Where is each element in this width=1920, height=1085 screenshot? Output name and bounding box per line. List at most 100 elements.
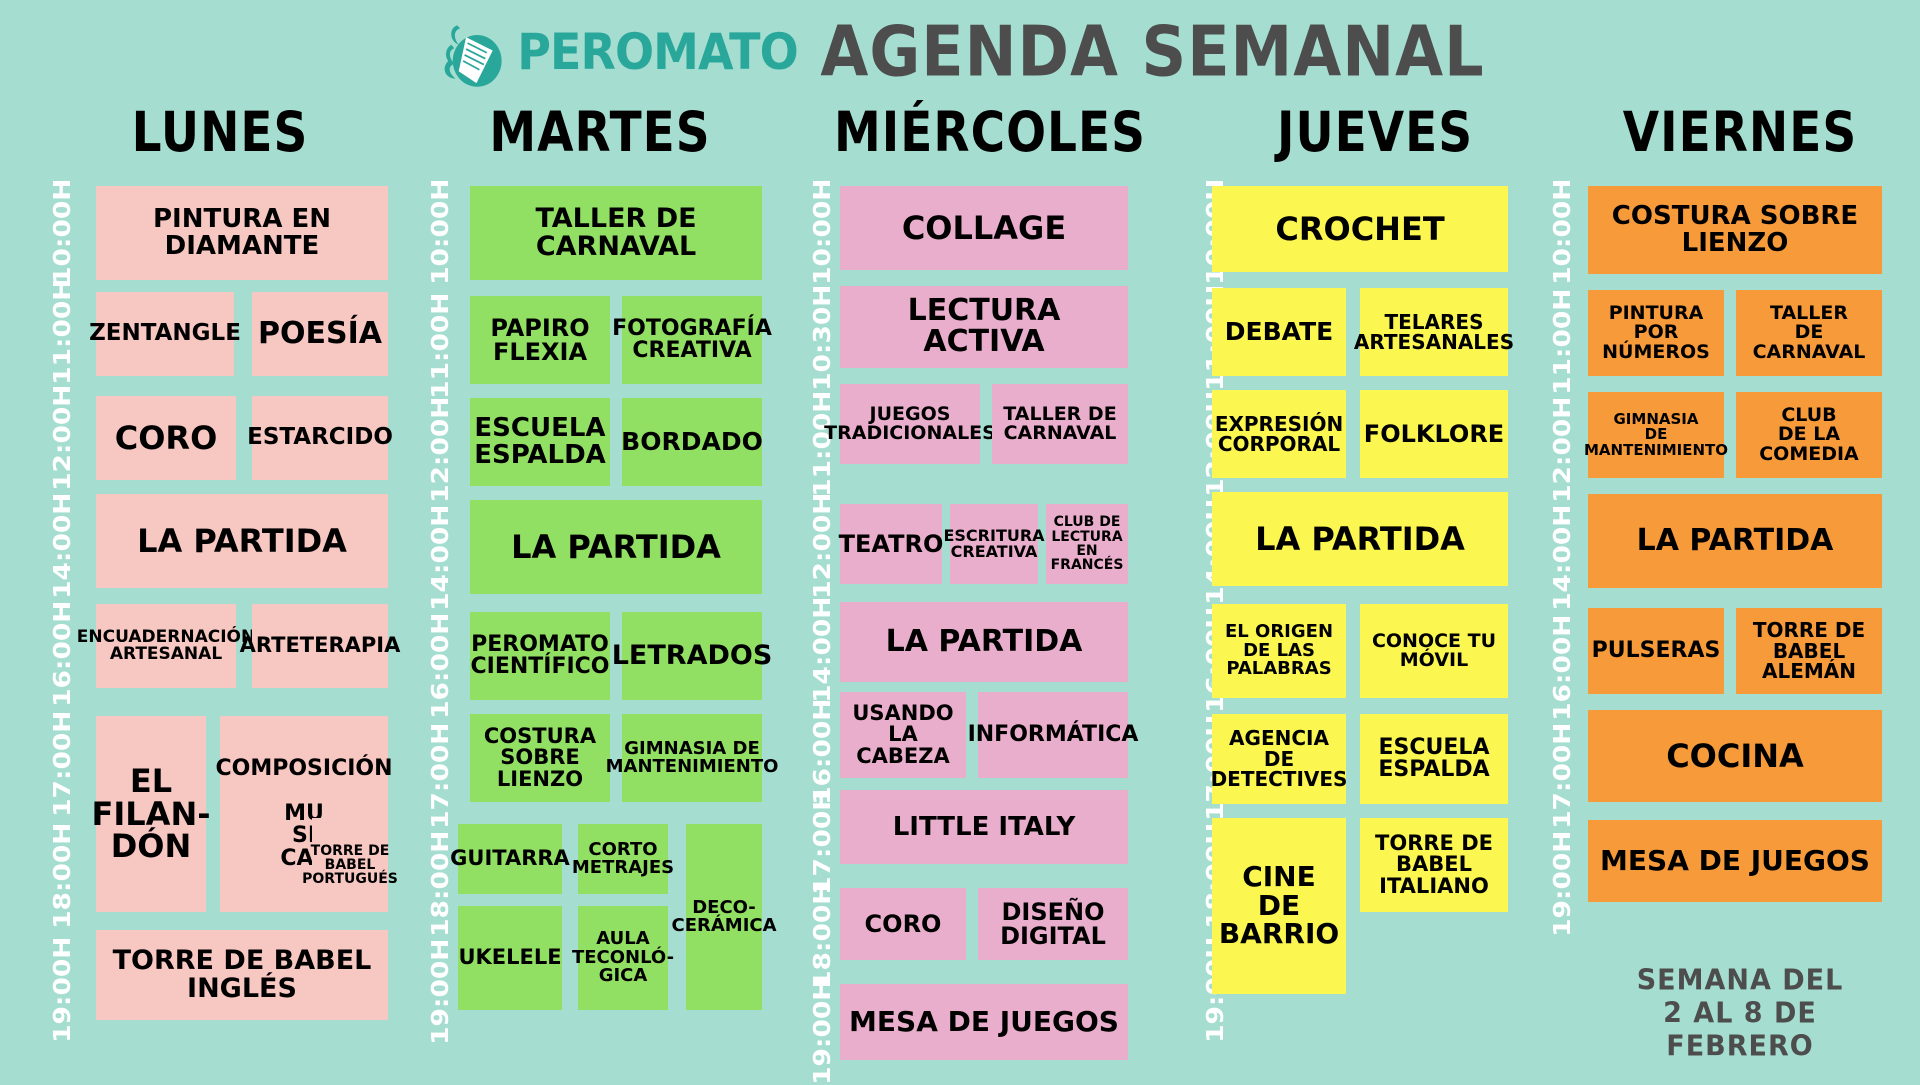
activity-block[interactable]: COLLAGE	[840, 186, 1128, 270]
page-title: AGENDA SEMANAL	[820, 10, 1485, 93]
activity-block[interactable]: DEBATE	[1212, 288, 1346, 376]
activity-block[interactable]: CINE DE BARRIO	[1212, 818, 1346, 994]
activity-block[interactable]: AGENCIA DE DETECTIVES	[1211, 714, 1347, 804]
activity-block[interactable]: LETRADOS	[612, 612, 772, 700]
time-label-miercoles-1700: 17:00H	[810, 788, 836, 895]
activity-block[interactable]: DISEÑO DIGITAL	[978, 888, 1128, 960]
activity-block[interactable]: GIMNASIA DE MANTENIMIENTO	[1584, 392, 1728, 478]
activity-block[interactable]: FOLKLORE	[1360, 390, 1508, 478]
week-range-footer: SEMANA DEL 2 AL 8 DE FEBRERO	[1636, 964, 1844, 1063]
activity-block[interactable]: GIMNASIA DE MANTENIMIENTO	[606, 714, 778, 802]
time-label-lunes-1100: 11:00H	[50, 278, 76, 385]
activity-block[interactable]: CLUB DE LA COMEDIA	[1736, 392, 1882, 478]
activity-block[interactable]: FOTOGRAFÍA CREATIVA	[612, 296, 772, 384]
time-label-martes-1900: 19:00H	[428, 938, 454, 1045]
activity-block[interactable]: TEATRO	[839, 504, 943, 584]
activity-block[interactable]: POESÍA	[252, 292, 388, 376]
activity-block[interactable]: COSTURA SOBRE LIENZO	[470, 714, 610, 802]
time-label-viernes-1200: 12:00H	[1550, 396, 1576, 503]
time-label-lunes-1800: 18:00H	[50, 822, 76, 929]
activity-block[interactable]: PINTURA EN DIAMANTE	[96, 186, 388, 280]
activity-block[interactable]: EL FILAN- DÓN	[92, 716, 211, 912]
time-label-lunes-1400: 14:00H	[50, 492, 76, 599]
time-label-martes-1200: 12:00H	[428, 396, 454, 503]
activity-block[interactable]: CORO	[96, 396, 236, 480]
activity-block[interactable]: PEROMATO CIENTÍFICO	[470, 612, 610, 700]
activity-block[interactable]: TALLER DE CARNAVAL	[992, 384, 1128, 464]
activity-block[interactable]: PAPIRO FLEXIA	[470, 296, 610, 384]
activity-block[interactable]: EXPRESIÓN CORPORAL	[1212, 390, 1346, 478]
time-label-miercoles-1200: 12:00H	[810, 492, 836, 599]
activity-block[interactable]: LECTURA ACTIVA	[840, 286, 1128, 368]
activity-block[interactable]: TORRE DE BABEL INGLÉS	[96, 930, 388, 1020]
activity-block[interactable]: COCINA	[1588, 710, 1882, 802]
time-label-viernes-1900: 19:00H	[1550, 830, 1576, 937]
activity-block[interactable]: MESA DE JUEGOS	[1588, 820, 1882, 902]
activity-block[interactable]: AULA TECONLÓ- GICA	[572, 906, 674, 1010]
activity-block[interactable]: LA PARTIDA	[1212, 492, 1508, 586]
activity-block[interactable]: ESCUELA ESPALDA	[1360, 714, 1508, 804]
time-label-miercoles-1030: 10:30H	[810, 284, 836, 391]
time-label-lunes-1000: 10:00H	[50, 178, 76, 285]
activity-block[interactable]: TORRE DE BABEL ALEMÁN	[1736, 608, 1882, 694]
activity-block[interactable]: ARTETERAPIA	[240, 604, 400, 688]
poster-header: PEROMATO AGENDA SEMANAL	[0, 6, 1920, 98]
time-label-martes-1700: 17:00H	[428, 722, 454, 829]
activity-block[interactable]: TELARES ARTESANALES	[1354, 288, 1514, 376]
time-label-lunes-1600: 16:00H	[50, 600, 76, 707]
time-label-lunes-1200: 12:00H	[50, 384, 76, 491]
time-label-viernes-1000: 10:00H	[1550, 178, 1576, 285]
time-label-miercoles-1400: 14:00H	[810, 596, 836, 703]
brand-logo: PEROMATO	[435, 15, 814, 89]
activity-block[interactable]: LA PARTIDA	[1588, 494, 1882, 588]
day-header-lunes: LUNES	[131, 99, 309, 165]
activity-block[interactable]: PULSERAS	[1588, 608, 1724, 694]
activity-block[interactable]: ENCUADERNACIÓN ARTESANAL	[77, 604, 255, 688]
activity-block[interactable]: EL ORIGEN DE LAS PALABRAS	[1212, 604, 1346, 698]
time-label-martes-1100: 11:00H	[428, 292, 454, 399]
time-label-miercoles-1800: 18:00H	[810, 882, 836, 989]
activity-block[interactable]: ESCUELA ESPALDA	[470, 398, 610, 486]
brand-wordmark: PEROMATO	[517, 23, 800, 81]
activity-block[interactable]: TORRE DE BABEL ITALIANO	[1360, 818, 1508, 912]
activity-block[interactable]: CORTO METRAJES	[572, 824, 674, 894]
activity-block[interactable]: PINTURA POR NÚMEROS	[1588, 290, 1724, 376]
activity-block[interactable]: DECO- CERÁMICA	[671, 824, 777, 1010]
day-header-viernes: VIERNES	[1622, 99, 1858, 165]
time-label-martes-1400: 14:00H	[428, 504, 454, 611]
activity-block[interactable]: LA PARTIDA	[96, 494, 388, 588]
day-header-jueves: JUEVES	[1276, 99, 1474, 165]
time-label-lunes-1700: 17:00H	[50, 710, 76, 817]
activity-block[interactable]: CLUB DE LECTURA EN FRANCÉS	[1046, 504, 1128, 584]
activity-block[interactable]: LA PARTIDA	[840, 602, 1128, 682]
activity-block[interactable]: ESCRITURA CREATIVA	[943, 504, 1045, 584]
activity-block[interactable]: LA PARTIDA	[470, 500, 762, 594]
activity-block[interactable]: TALLER DE CARNAVAL	[1736, 290, 1882, 376]
activity-block[interactable]: ESTARCIDO	[247, 396, 393, 480]
time-label-viernes-1700: 17:00H	[1550, 722, 1576, 829]
activity-block[interactable]: UKELELE	[458, 906, 562, 1010]
time-label-miercoles-1900: 19:00H	[810, 978, 836, 1085]
activity-block[interactable]: LITTLE ITALY	[840, 790, 1128, 864]
activity-block[interactable]: JUEGOS TRADICIONALES	[824, 384, 996, 464]
peromato-bookbird-logo-icon	[445, 25, 502, 87]
activity-block[interactable]: CONOCE TU MÓVIL	[1360, 604, 1508, 698]
activity-block[interactable]: CORO	[840, 888, 966, 960]
activity-block[interactable]: TORRE DE BABEL PORTUGUÉS	[302, 818, 398, 912]
day-header-martes: MARTES	[489, 99, 711, 165]
activity-block[interactable]: INFORMÁTICA	[968, 692, 1138, 778]
activity-block[interactable]: MESA DE JUEGOS	[840, 984, 1128, 1060]
time-label-miercoles-1000: 10:00H	[810, 178, 836, 285]
time-label-martes-1000: 10:00H	[428, 178, 454, 285]
activity-block[interactable]: ZENTANGLE	[89, 292, 241, 376]
time-label-viernes-1100: 11:00H	[1550, 288, 1576, 395]
time-label-viernes-1600: 16:00H	[1550, 614, 1576, 721]
activity-block[interactable]: CROCHET	[1212, 186, 1508, 272]
activity-block[interactable]: GUITARRA	[450, 824, 570, 894]
activity-block[interactable]: USANDO LA CABEZA	[840, 692, 966, 778]
activity-block[interactable]: BORDADO	[621, 398, 763, 486]
activity-block[interactable]: COSTURA SOBRE LIENZO	[1588, 186, 1882, 274]
day-header-miercoles: MIÉRCOLES	[834, 99, 1146, 165]
activity-block[interactable]: TALLER DE CARNAVAL	[470, 186, 762, 280]
